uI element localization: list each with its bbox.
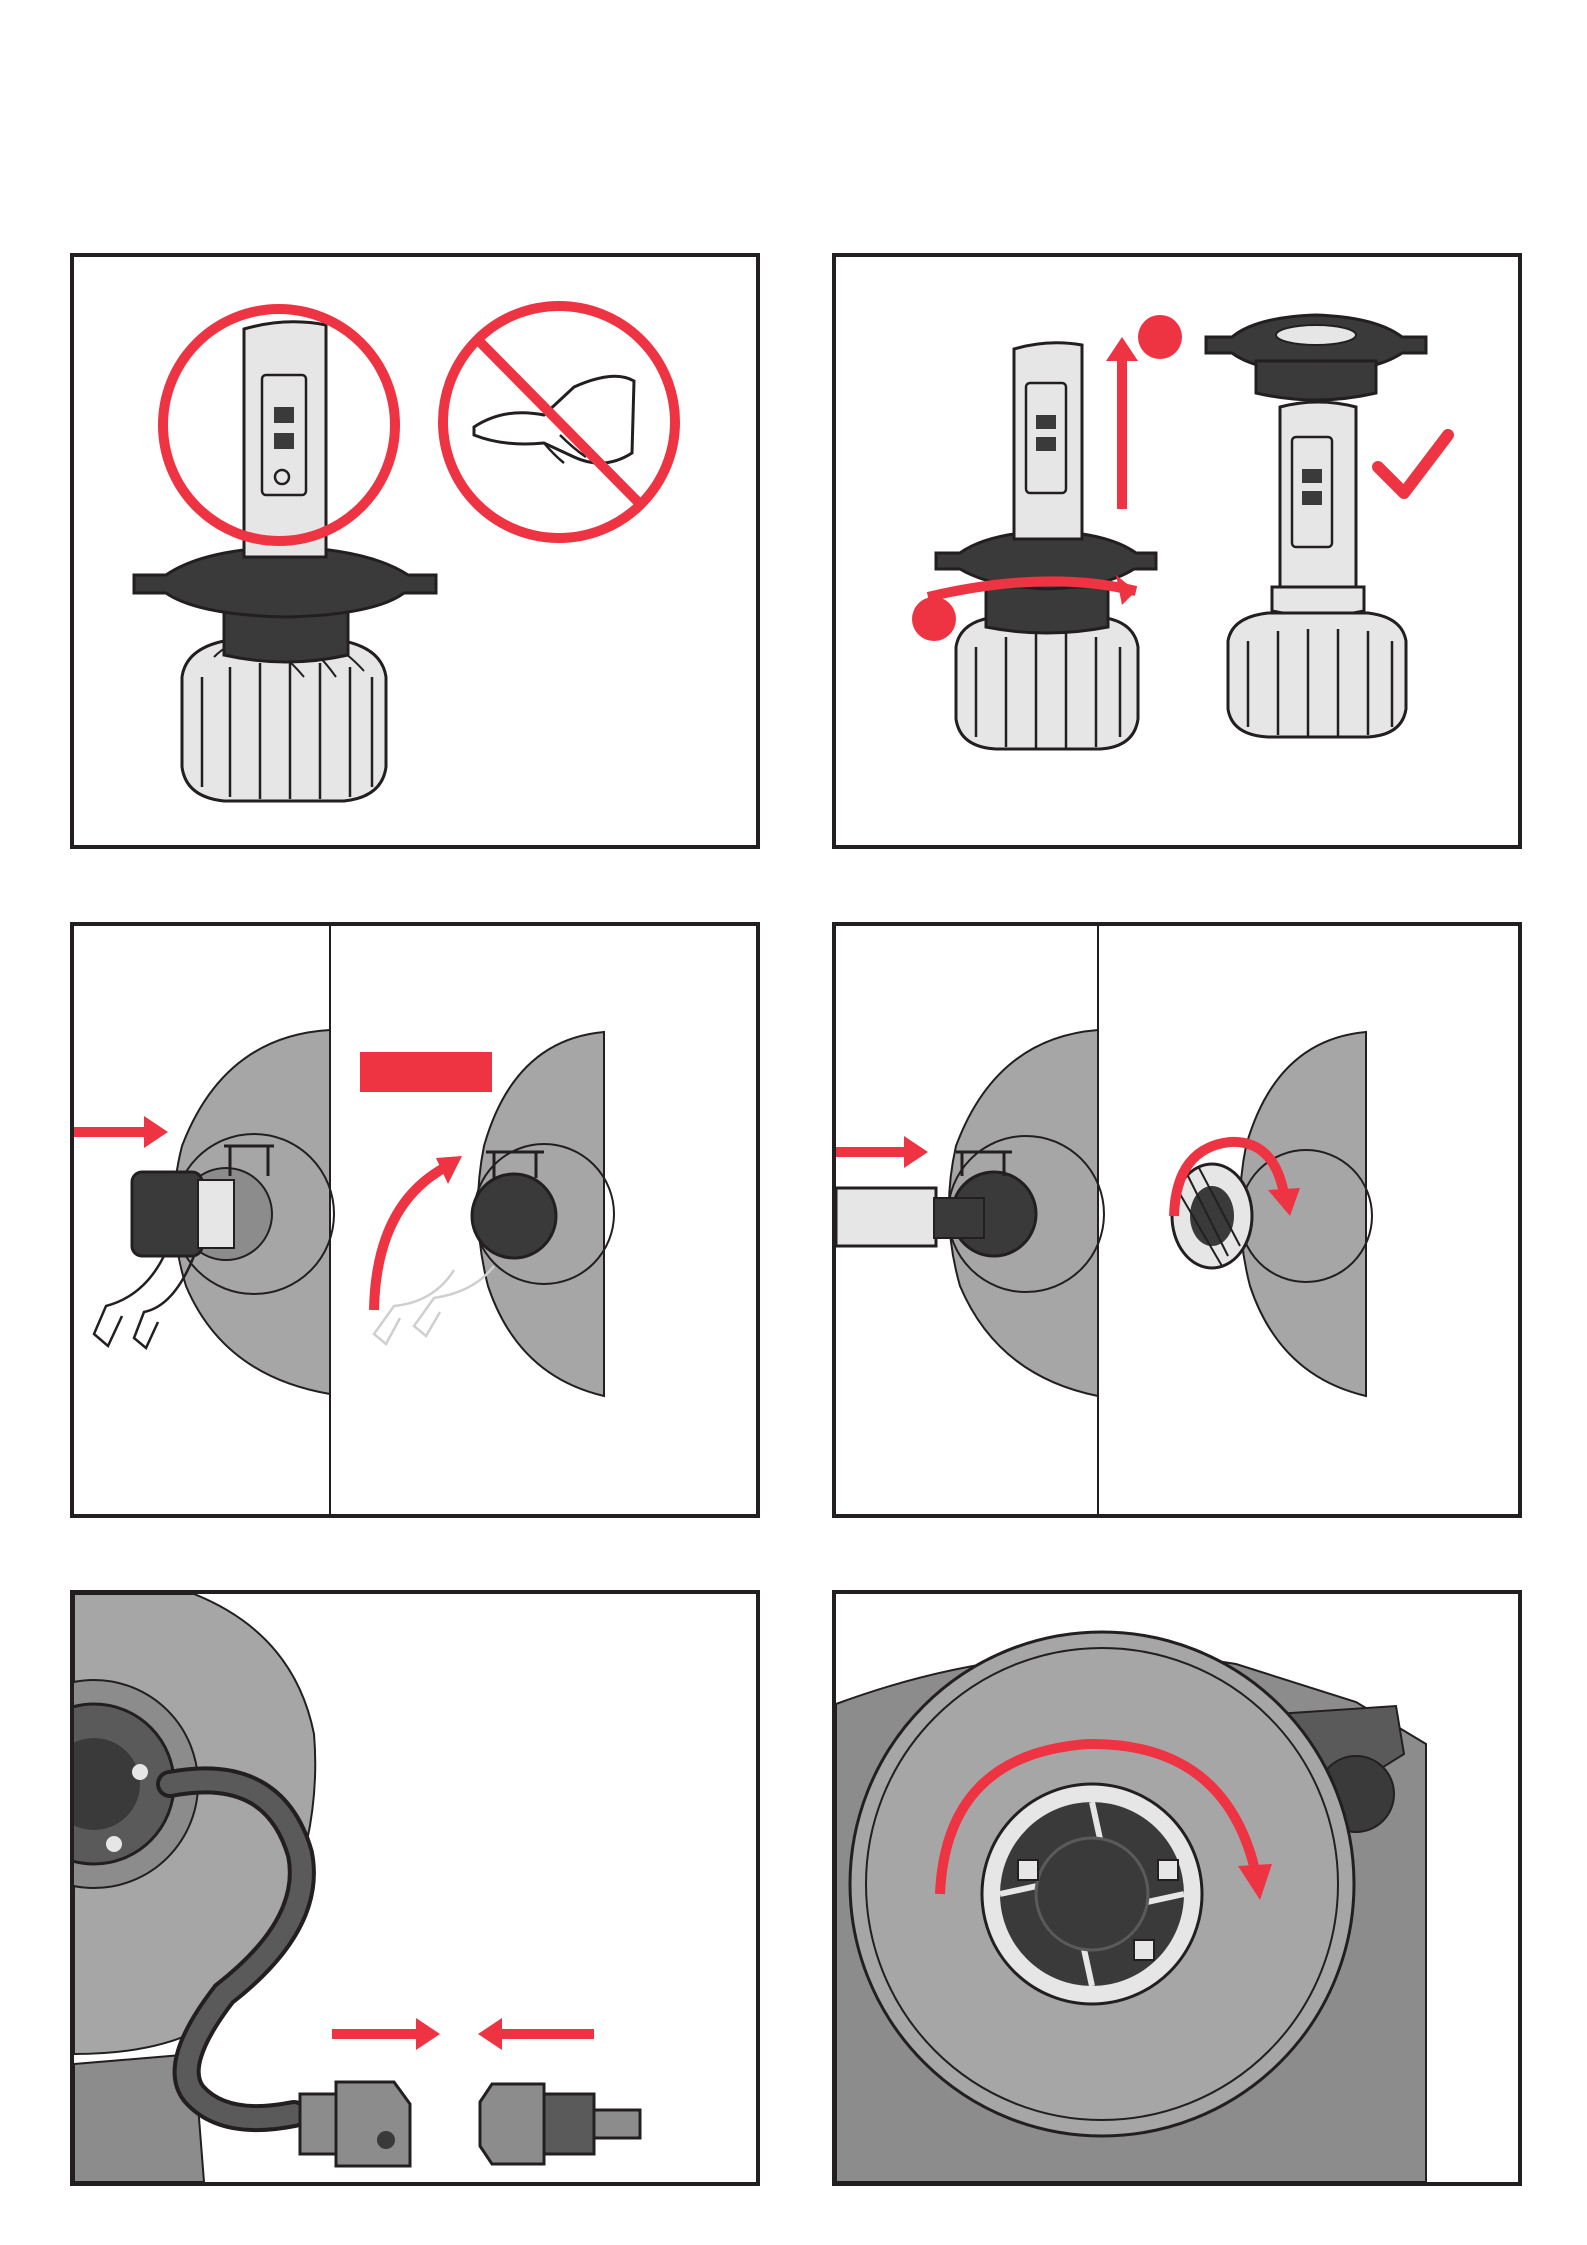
heatsink-icon bbox=[956, 617, 1138, 749]
step-1-panel bbox=[70, 253, 760, 849]
step-5-illustration bbox=[74, 1594, 756, 2182]
step-3-panel bbox=[70, 922, 760, 1518]
bulb-fan-icon bbox=[982, 1784, 1202, 2004]
step-3-illustration bbox=[74, 926, 756, 1514]
step-2-illustration bbox=[836, 257, 1518, 845]
insert-arrow-icon bbox=[836, 1136, 928, 1168]
step-4-illustration bbox=[836, 926, 1518, 1514]
connector-socket-icon bbox=[480, 2084, 640, 2164]
step-6-illustration bbox=[836, 1594, 1518, 2182]
connector-plug-icon bbox=[300, 2082, 410, 2166]
step-2-panel bbox=[832, 253, 1522, 849]
warning-label-bar bbox=[360, 1052, 492, 1092]
connect-arrow-left-icon bbox=[478, 2018, 594, 2050]
step-4-panel bbox=[832, 922, 1522, 1518]
lift-arrow-icon bbox=[1106, 315, 1182, 509]
no-touch-hand-icon bbox=[443, 306, 675, 538]
step-6-panel bbox=[832, 1590, 1522, 2186]
insert-arrow-icon bbox=[74, 1116, 168, 1148]
check-mark-icon bbox=[1378, 435, 1448, 493]
step-5-panel bbox=[70, 1590, 760, 2186]
bulb-body-icon bbox=[836, 1188, 936, 1246]
curved-arrow-icon bbox=[374, 1156, 462, 1310]
connect-arrow-right-icon bbox=[332, 2018, 440, 2050]
step-1-illustration bbox=[74, 257, 756, 845]
